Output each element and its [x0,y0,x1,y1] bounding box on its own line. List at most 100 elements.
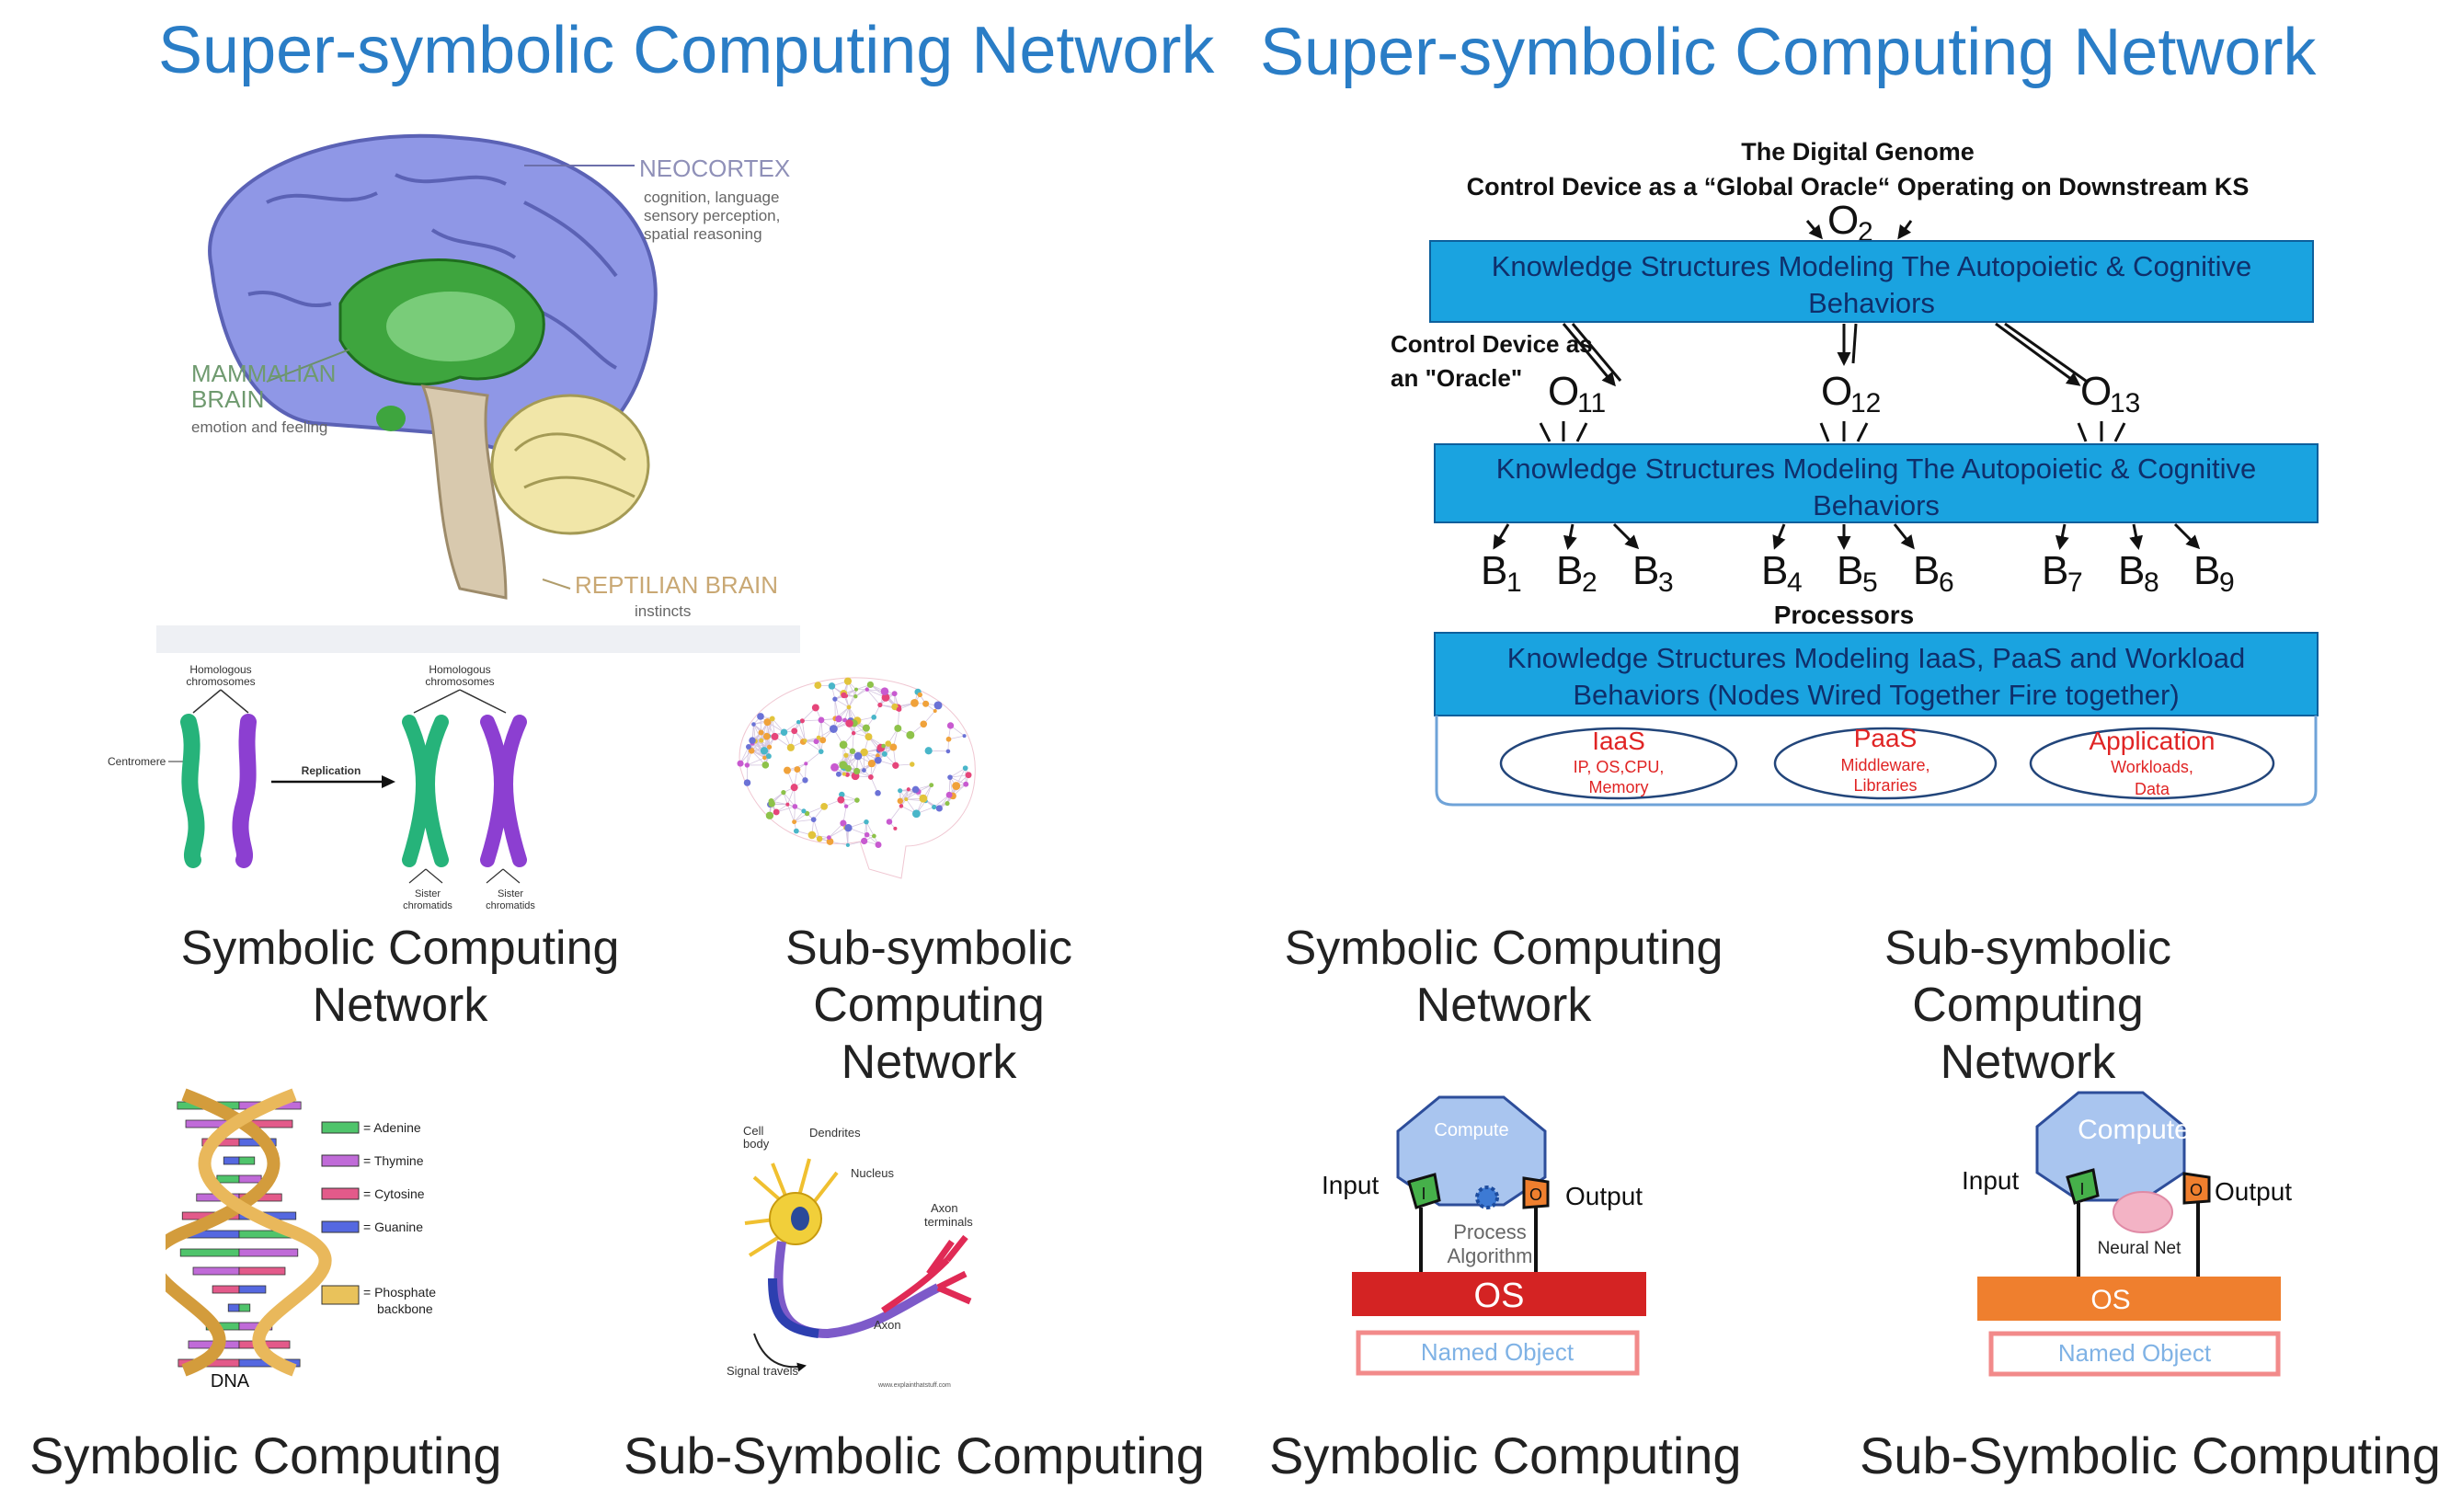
left-title: Super-symbolic Computing Network [158,14,1215,87]
network-node [757,713,764,720]
svg-text:Behaviors: Behaviors [1813,489,1940,521]
svg-text:Behaviors: Behaviors [1808,287,1935,319]
caption-symbolic-computing-1: Symbolic Computing [29,1426,502,1484]
svg-text:B: B [1761,548,1788,593]
network-node [860,748,868,757]
neocortex-label: NEOCORTEX [639,155,790,182]
nucleus [791,1207,809,1231]
svg-text:emotion and feeling: emotion and feeling [191,418,327,436]
svg-text:PaaS: PaaS [1854,724,1918,752]
svg-text:Output: Output [2215,1177,2292,1206]
network-node [877,702,883,708]
svg-text:4: 4 [1787,567,1803,598]
svg-text:Libraries: Libraries [1853,776,1917,795]
network-node [880,687,889,695]
network-node [862,724,870,732]
network-node [816,835,823,842]
gear-icon [1475,1186,1499,1209]
network-node [864,831,870,838]
network-node [891,691,898,697]
network-node [945,800,950,807]
network-node [813,739,819,745]
output-port [1522,1176,1550,1209]
network-node [784,766,792,774]
network-node [761,762,770,769]
chromosome-green [180,714,205,868]
svg-text:Replication: Replication [302,764,361,777]
svg-text:Neural Net: Neural Net [2098,1239,2182,1258]
network-node [853,767,861,775]
svg-text:Workloads,: Workloads, [2111,758,2193,776]
network-node [910,699,919,707]
network-node [861,837,868,845]
svg-text:instincts: instincts [635,602,691,620]
svg-text:= Phosphate: = Phosphate [363,1285,436,1300]
network-node [760,747,769,755]
svg-text:B: B [2118,548,2145,593]
svg-text:O: O [1529,1186,1542,1204]
network-node [748,747,755,754]
network-node [875,789,881,796]
network-node [885,740,892,747]
network-node [765,753,772,760]
svg-text:Named Object: Named Object [2058,1339,2212,1367]
svg-text:= Cytosine: = Cytosine [363,1186,425,1201]
network-node [832,696,838,702]
svg-text:3: 3 [1658,567,1674,598]
compute-block [2035,1091,2186,1202]
network-node [844,772,850,777]
svg-text:Signal travels: Signal travels [727,1364,799,1378]
digital-genome-diagram: The Digital Genome Control Device as a “… [1391,138,2319,807]
network-node [849,748,856,754]
subsymbolic-node-diagram: Compute Input Output I O Neural Net OS N… [1962,1091,2292,1377]
network-node [924,747,933,755]
network-node [765,811,774,819]
svg-text:B: B [1837,548,1863,593]
network-node [844,764,852,773]
network-node [820,803,828,810]
svg-text:Cell: Cell [743,1124,764,1138]
network-node [898,788,903,794]
network-node [791,727,798,735]
network-node [929,783,934,788]
network-node [751,722,756,727]
svg-text:Centromere: Centromere [108,755,166,768]
svg-text:chromosomes: chromosomes [425,675,494,688]
svg-text:Homologous: Homologous [189,663,251,676]
network-node [867,774,874,780]
svg-text:2: 2 [1582,567,1597,598]
network-node [835,771,842,777]
network-node [792,804,798,809]
svg-text:www.explainthatstuff.com: www.explainthatstuff.com [877,1382,951,1389]
network-node [762,755,767,761]
network-node [894,724,902,732]
svg-text:backbone: backbone [377,1301,433,1316]
network-node [843,804,849,808]
network-node [891,703,899,711]
svg-text:Compute: Compute [2078,1115,2190,1145]
network-node [910,762,915,767]
network-node [896,706,902,712]
processors-label: Processors [1774,601,1915,629]
svg-text:13: 13 [2110,388,2140,418]
network-node [744,762,750,768]
svg-text:B: B [2193,548,2220,593]
network-node [906,730,915,739]
svg-text:7: 7 [2067,567,2083,598]
network-node [794,766,801,773]
network-node [881,743,886,749]
network-node [781,790,786,796]
svg-text:sensory perception,: sensory perception, [644,207,780,224]
network-node [763,718,772,727]
dna-diagram: = Adenine = Thymine = Cytosine = Guanine… [166,1088,436,1389]
genome-subheader: Control Device as a “Global Oracle“ Oper… [1467,173,2250,200]
application-ellipse [2029,727,2275,800]
svg-text:O: O [1548,369,1579,414]
network-node [947,774,953,780]
network-node [881,750,887,757]
svg-text:11: 11 [1577,388,1606,418]
svg-text:B: B [1556,548,1583,593]
network-node [962,765,968,772]
